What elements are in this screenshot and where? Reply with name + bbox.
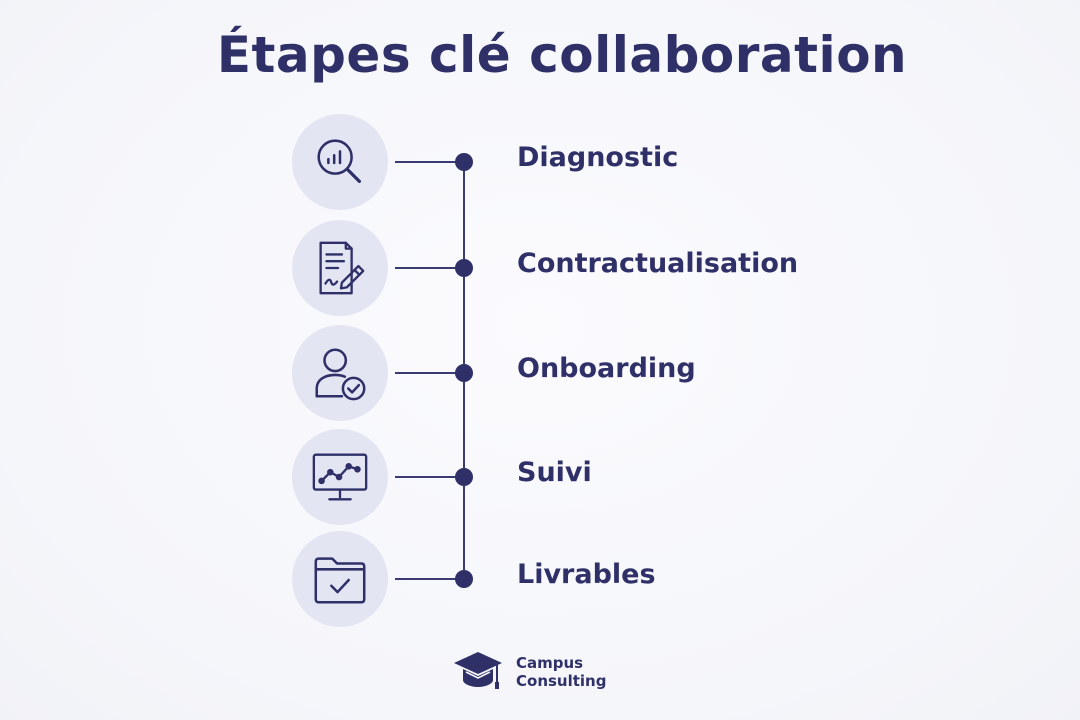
step-label: Contractualisation bbox=[517, 248, 799, 279]
step-connector bbox=[395, 267, 457, 269]
brand-name: Campus Consulting bbox=[516, 654, 606, 690]
monitor-chart-icon bbox=[312, 453, 368, 501]
brand-logo: Campus Consulting bbox=[452, 650, 606, 694]
step-connector bbox=[395, 161, 457, 163]
timeline-node bbox=[455, 153, 473, 171]
timeline-step-onboarding: Onboarding bbox=[0, 325, 1080, 421]
brand-name-line1: Campus bbox=[516, 654, 584, 672]
step-icon-circle bbox=[292, 114, 388, 210]
step-connector bbox=[395, 372, 457, 374]
timeline-node bbox=[455, 259, 473, 277]
timeline-step-diagnostic: Diagnostic bbox=[0, 114, 1080, 210]
user-check-icon bbox=[315, 348, 366, 401]
step-label: Livrables bbox=[517, 559, 656, 590]
step-connector bbox=[395, 476, 457, 478]
step-icon-circle bbox=[292, 429, 388, 525]
timeline-step-livrables: Livrables bbox=[0, 531, 1080, 627]
timeline-node bbox=[455, 468, 473, 486]
graduation-cap-icon bbox=[454, 652, 502, 689]
magnifier-chart-icon bbox=[317, 139, 362, 184]
timeline-step-suivi: Suivi bbox=[0, 429, 1080, 525]
timeline-node bbox=[455, 570, 473, 588]
step-label: Onboarding bbox=[517, 353, 696, 384]
page-title: Étapes clé collaboration bbox=[216, 26, 908, 84]
contract-signature-icon bbox=[319, 241, 365, 295]
timeline-step-contractualisation: Contractualisation bbox=[0, 220, 1080, 316]
step-icon-circle bbox=[292, 325, 388, 421]
step-label: Suivi bbox=[517, 457, 592, 488]
step-icon-circle bbox=[292, 531, 388, 627]
step-icon-circle bbox=[292, 220, 388, 316]
timeline-node bbox=[455, 364, 473, 382]
step-connector bbox=[395, 578, 457, 580]
folder-check-icon bbox=[314, 557, 366, 604]
brand-name-line2: Consulting bbox=[516, 672, 607, 690]
step-label: Diagnostic bbox=[517, 142, 679, 173]
